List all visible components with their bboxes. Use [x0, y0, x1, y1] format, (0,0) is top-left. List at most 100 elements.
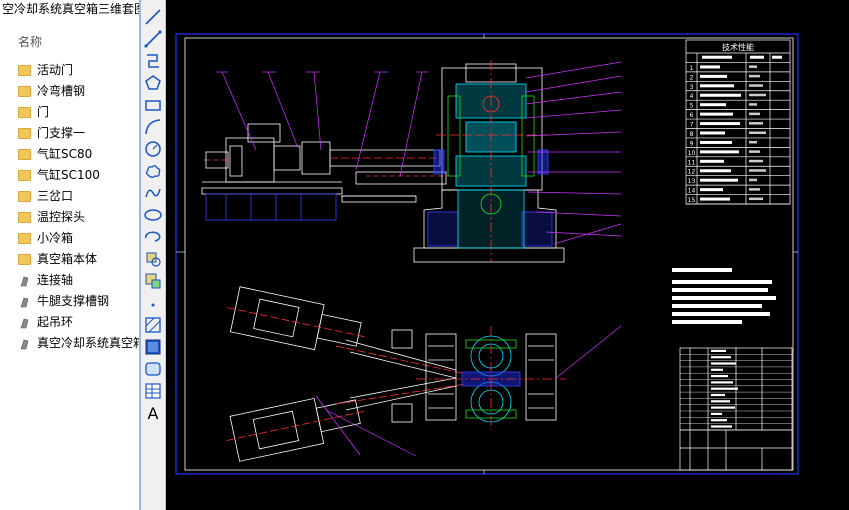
- tree-item[interactable]: 三岔口: [18, 186, 73, 206]
- tree-item[interactable]: 门支撑一: [18, 123, 85, 143]
- tech-table-cell: [700, 65, 720, 69]
- gradient-icon: [145, 339, 161, 355]
- side-view-drive: [201, 123, 448, 221]
- parts-list-cell: [711, 356, 731, 359]
- tech-table-value: [749, 84, 763, 87]
- tech-table-row-number: 5: [690, 103, 694, 110]
- tree-item[interactable]: 门: [18, 102, 49, 122]
- tree-item[interactable]: 真空箱本体: [18, 249, 97, 269]
- window-title: 空冷却系统真空箱三维套图: [2, 2, 139, 16]
- ellipse-arc-tool-button[interactable]: [143, 227, 163, 247]
- tech-table-cell: [700, 178, 738, 182]
- ellipse-tool-button[interactable]: [143, 205, 163, 225]
- tech-table-row-number: 3: [690, 84, 694, 91]
- folder-icon: [18, 232, 31, 244]
- tree-item[interactable]: 活动门: [18, 60, 73, 80]
- tree-item[interactable]: 温控探头: [18, 207, 85, 227]
- parts-list-cell: [711, 375, 728, 378]
- tree-item[interactable]: 连接轴: [18, 270, 73, 290]
- column-header-name[interactable]: 名称: [18, 35, 43, 49]
- tree-item[interactable]: 气缸SC100: [18, 165, 100, 185]
- tech-table-cell: [700, 169, 731, 173]
- tree-item[interactable]: 起吊环: [18, 312, 73, 332]
- tech-table-cell: [700, 112, 733, 116]
- parts-list-cell: [711, 412, 722, 415]
- tree-item-label: 真空冷却系统真空箱: [37, 336, 139, 350]
- tech-table-row-number: 15: [688, 197, 696, 204]
- region-tool-button[interactable]: [143, 359, 163, 379]
- drawing-outer-border: [175, 33, 799, 475]
- rectangle-tool-button[interactable]: [143, 95, 163, 115]
- tech-table-value: [749, 122, 763, 125]
- coupling: [273, 145, 301, 171]
- tree-item[interactable]: 冷弯槽钢: [18, 81, 85, 101]
- tech-table-value: [749, 140, 757, 144]
- lower-leaders: [315, 325, 622, 457]
- folder-icon: [18, 64, 31, 76]
- tech-table-value: [749, 112, 760, 116]
- hatch-tool-button[interactable]: [143, 315, 163, 335]
- tree-item-label: 连接轴: [37, 273, 74, 287]
- tech-table-row-number: 9: [690, 140, 694, 147]
- hatch-icon: [145, 317, 161, 333]
- circle-icon: [145, 141, 161, 157]
- parts-list-cell: [711, 425, 732, 428]
- tech-table-row-number: 8: [690, 131, 694, 138]
- insert-block-tool-button[interactable]: [143, 249, 163, 269]
- tech-table-row-number: 6: [690, 112, 694, 119]
- tech-table-row-number: 13: [688, 178, 696, 185]
- arc-icon: [145, 119, 161, 135]
- parts-list-cell: [711, 368, 723, 371]
- tech-table-header-cell: [702, 55, 732, 59]
- folder-icon: [18, 211, 31, 223]
- tech-table-value: [749, 103, 757, 106]
- tree-item-label: 三岔口: [37, 189, 74, 203]
- spline-icon: [145, 188, 161, 198]
- table-tool-button[interactable]: [143, 381, 163, 401]
- tree-item[interactable]: 小冷箱: [18, 228, 73, 248]
- tech-table-value: [749, 131, 766, 134]
- text-tool-button[interactable]: A: [143, 403, 163, 423]
- panel-divider[interactable]: [139, 0, 141, 510]
- folder-icon: [18, 253, 31, 265]
- tree-item[interactable]: 气缸SC80: [18, 144, 92, 164]
- polyline-icon: [147, 54, 159, 68]
- plan-unit-upper: [227, 286, 365, 351]
- tech-table-value: [749, 188, 760, 191]
- polygon-tool-button[interactable]: [143, 73, 163, 93]
- drawing-inner-border: [184, 37, 794, 471]
- tree-item-label: 真空箱本体: [37, 252, 98, 266]
- tech-table-row-number: 14: [688, 188, 696, 195]
- line-icon: [145, 9, 161, 25]
- diagonal-line-tool-button[interactable]: [143, 29, 163, 49]
- make-block-tool-button[interactable]: [143, 271, 163, 291]
- base-blue-block: [205, 193, 337, 221]
- tech-table-cell: [700, 74, 727, 78]
- spline-tool-button[interactable]: [143, 183, 163, 203]
- tech-table-value: [749, 169, 766, 172]
- tree-item-label: 活动门: [37, 63, 74, 77]
- part-icon: [18, 274, 31, 287]
- upper-leaders: [216, 61, 622, 245]
- text-icon: A: [147, 403, 159, 423]
- tree-item[interactable]: 牛腿支撑槽钢: [18, 291, 109, 311]
- circle-tool-button[interactable]: [143, 139, 163, 159]
- region-icon: [145, 362, 161, 376]
- plan-right-housing: [525, 333, 557, 421]
- gradient-tool-button[interactable]: [143, 337, 163, 357]
- point-tool-button[interactable]: [143, 293, 163, 313]
- tech-table-row-number: 11: [688, 159, 696, 166]
- folder-icon: [18, 127, 31, 139]
- line-tool-button[interactable]: [143, 7, 163, 27]
- polyline-tool-button[interactable]: [143, 51, 163, 71]
- diagonal-line-icon: [144, 30, 162, 48]
- canvas-background: [166, 0, 849, 510]
- make-block-icon: [145, 273, 161, 289]
- tech-table-value: [749, 93, 766, 97]
- tree-item[interactable]: 真空冷却系统真空箱: [18, 333, 139, 353]
- tech-table-cell: [700, 140, 732, 144]
- arc-tool-button[interactable]: [143, 117, 163, 137]
- cloud-tool-button[interactable]: [143, 161, 163, 181]
